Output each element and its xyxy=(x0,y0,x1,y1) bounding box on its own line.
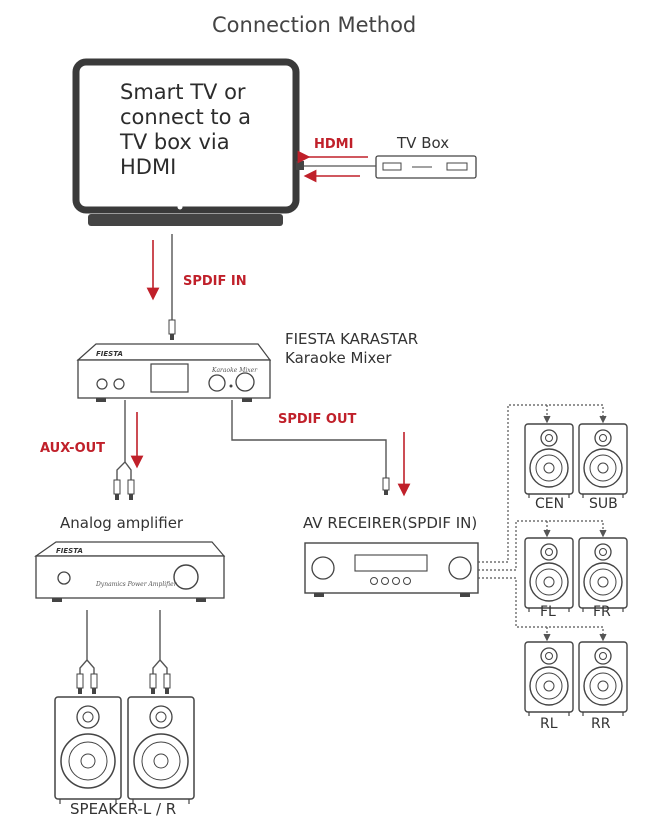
analog-amplifier: FIESTA Dynamics Power Amplifier xyxy=(34,541,226,602)
spdif-out-link xyxy=(231,400,411,497)
spdif-in-link xyxy=(146,234,176,340)
fr-label: FR xyxy=(593,604,611,620)
tv-text: Smart TV or connect to a TV box via HDMI xyxy=(120,80,252,179)
speaker-right xyxy=(127,696,195,805)
spdif-in-label: SPDIF IN xyxy=(183,274,247,289)
speaker-fr xyxy=(578,537,628,613)
tv-box-label: TV Box xyxy=(397,134,450,152)
amp-brand: FIESTA xyxy=(56,547,83,555)
speaker-sub xyxy=(578,423,628,499)
speaker-left xyxy=(54,696,122,805)
speaker-rl xyxy=(524,641,574,717)
page-title: Connection Method xyxy=(212,13,417,37)
mixer-brand: FIESTA xyxy=(96,350,123,358)
hdmi-link xyxy=(296,150,376,183)
aux-out-link xyxy=(113,400,144,501)
amp-script: Dynamics Power Amplifier xyxy=(95,581,178,588)
mixer-name-line1: FIESTA KARASTAR xyxy=(285,330,419,348)
tv-box xyxy=(375,155,477,179)
cen-label: CEN xyxy=(535,496,565,512)
hdmi-label: HDMI xyxy=(314,137,354,152)
rl-label: RL xyxy=(540,716,558,732)
sub-label: SUB xyxy=(589,496,618,512)
karaoke-mixer: FIESTA Karaoke Mixer xyxy=(76,343,272,402)
aux-out-label: AUX-OUT xyxy=(40,441,106,456)
tv xyxy=(72,58,300,226)
receiver-label: AV RECEIRER(SPDIF IN) xyxy=(303,514,478,532)
stereo-speakers-label: SPEAKER-L / R xyxy=(70,800,177,818)
surround-wiring xyxy=(478,404,607,642)
speaker-fl xyxy=(524,537,574,613)
spdif-out-label: SPDIF OUT xyxy=(278,412,357,427)
speaker-cables xyxy=(76,610,171,695)
speaker-rr xyxy=(578,641,628,717)
fl-label: FL xyxy=(540,604,556,620)
mixer-script: Karaoke Mixer xyxy=(211,367,258,374)
amplifier-label: Analog amplifier xyxy=(60,514,184,532)
mixer-name-line2: Karaoke Mixer xyxy=(285,349,392,367)
speaker-cen xyxy=(524,423,574,499)
av-receiver xyxy=(304,542,479,597)
rr-label: RR xyxy=(591,716,611,732)
